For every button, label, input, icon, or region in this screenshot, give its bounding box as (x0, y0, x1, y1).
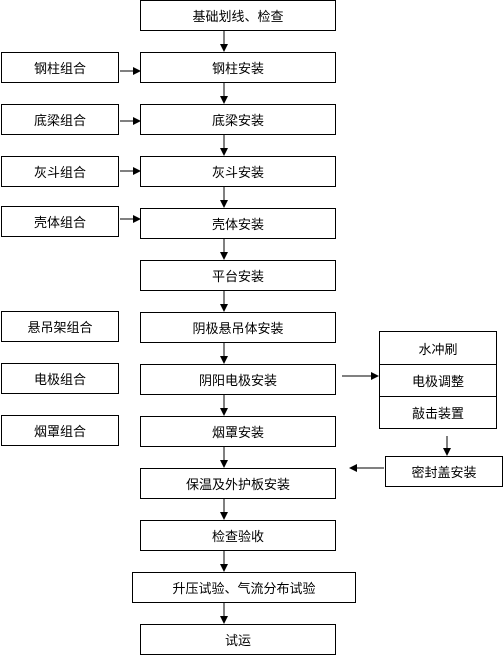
step-hood-install: 烟罩安装 (140, 416, 336, 447)
step-electrode-install: 阴阳电极安装 (140, 364, 336, 395)
side-steel-column-assembly: 钢柱组合 (1, 52, 119, 83)
step-inspection-acceptance: 检查验收 (140, 520, 336, 551)
step-insulation-cladding-install: 保温及外护板安装 (140, 468, 336, 499)
step-ash-hopper-install: 灰斗安装 (140, 156, 336, 187)
electrode-task-stack: 水冲刷 电极调整 敲击装置 (379, 331, 497, 429)
side-shell-assembly: 壳体组合 (1, 206, 119, 237)
step-trial-run: 试运 (140, 624, 336, 655)
step-platform-install: 平台安装 (140, 260, 336, 291)
side-ash-hopper-assembly: 灰斗组合 (1, 156, 119, 187)
side-suspension-frame-assembly: 悬吊架组合 (1, 311, 119, 342)
task-rapping-device: 敲击装置 (380, 396, 496, 428)
task-electrode-adjust: 电极调整 (380, 364, 496, 396)
step-bottom-beam-install: 底梁安装 (140, 104, 336, 135)
step-shell-install: 壳体安装 (140, 208, 336, 239)
task-water-flush: 水冲刷 (418, 342, 458, 358)
seal-cover-install: 密封盖安装 (385, 456, 503, 487)
side-bottom-beam-assembly: 底梁组合 (1, 104, 119, 135)
step-voltage-airflow-test: 升压试验、气流分布试验 (132, 572, 356, 603)
step-foundation-check: 基础划线、检查 (140, 0, 336, 31)
step-steel-column-install: 钢柱安装 (140, 52, 336, 83)
step-cathode-suspension-install: 阴极悬吊体安装 (140, 312, 336, 343)
side-electrode-assembly: 电极组合 (1, 363, 119, 394)
side-hood-assembly: 烟罩组合 (1, 415, 119, 446)
